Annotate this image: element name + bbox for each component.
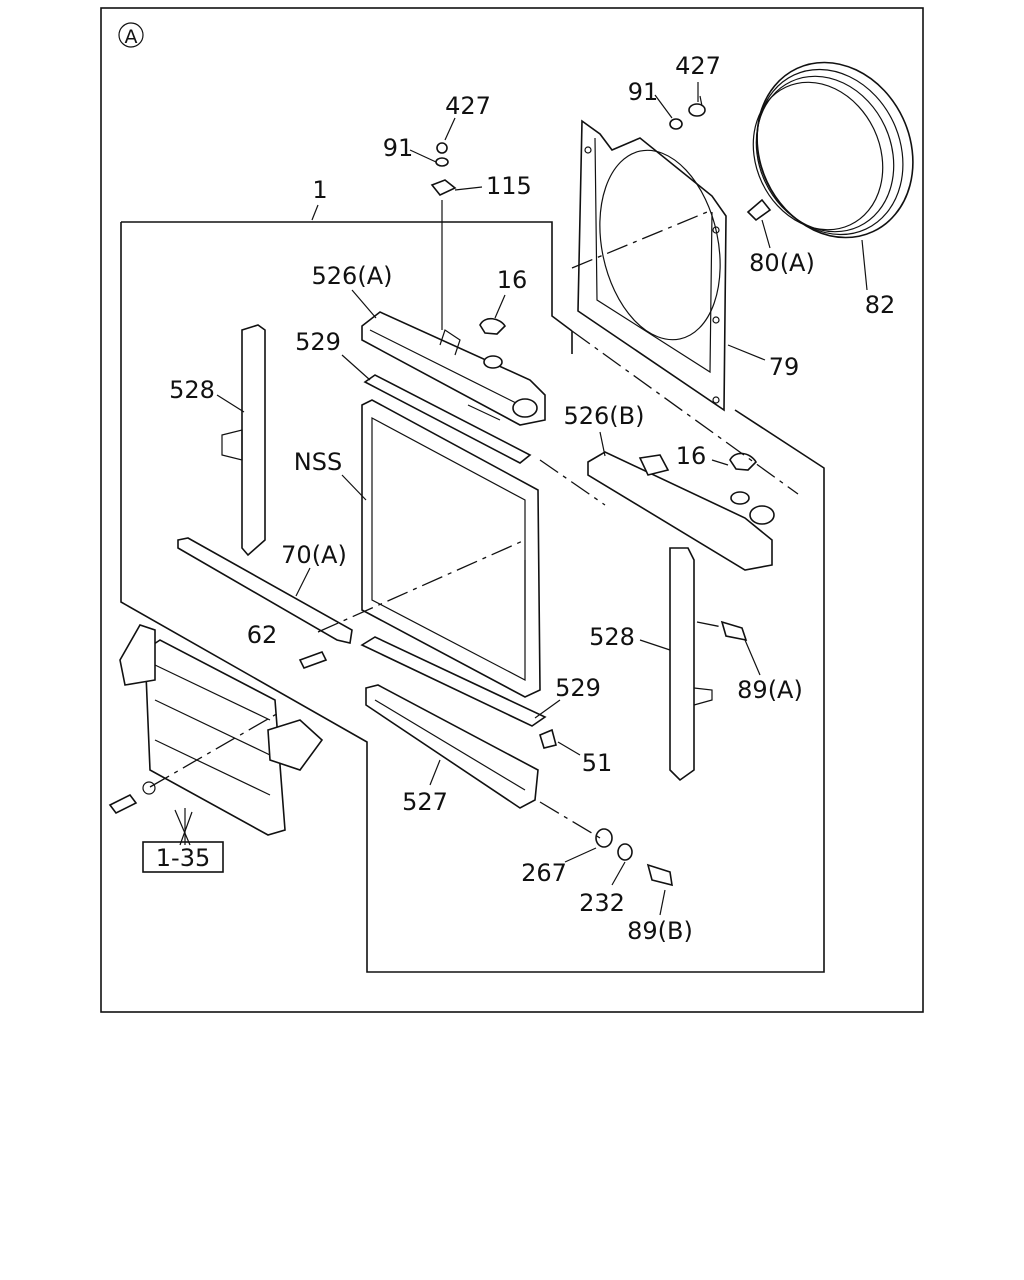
callout-267: 267 [521,859,567,887]
callout-91-top: 91 [383,134,414,162]
callout-529-upper: 529 [295,328,341,356]
gasket-lower [360,636,547,727]
callout-16-lower: 16 [676,442,707,470]
callout-527: 527 [402,788,448,816]
callout-79: 79 [769,353,800,381]
callout-62: 62 [247,621,278,649]
callout-91-right: 91 [628,78,659,106]
callout-nss: NSS [294,448,342,476]
callout-115: 115 [486,172,532,200]
callout-1: 1 [312,176,327,204]
radiator-core [361,399,541,698]
callout-528-left: 528 [169,376,215,404]
svg-text:A: A [125,26,138,48]
side-bracket-right [669,547,713,782]
reference-box: 1-35 [142,841,224,873]
upper-tank-a [361,311,546,426]
assembly-outline [120,221,825,973]
callout-526b: 526(B) [564,402,645,430]
upper-tank-b [587,451,775,571]
diagram-frame [100,7,924,1013]
callout-89a: 89(A) [737,676,803,704]
fasteners [108,103,772,887]
leader-lines [149,82,868,916]
view-marker: A [118,22,144,48]
callout-528-right: 528 [589,623,635,651]
intercooler [119,624,324,836]
gasket-upper [363,374,532,464]
callout-89b: 89(B) [627,917,693,945]
callout-526a: 526(A) [312,262,393,290]
callout-529-lower: 529 [555,674,601,702]
callout-80a: 80(A) [749,249,815,277]
callout-16-upper: 16 [497,266,528,294]
baffle-plate [177,537,353,644]
callout-82: 82 [865,291,896,319]
callout-427-right: 427 [675,52,721,80]
callout-labels: 427 91 115 1 526(A) 16 529 528 NSS 70(A)… [169,52,895,945]
callout-70a: 70(A) [281,541,347,569]
fan-shroud [577,119,727,412]
side-bracket-left [221,324,266,557]
callout-232: 232 [579,889,625,917]
svg-text:1-35: 1-35 [156,844,210,872]
callout-427-top: 427 [445,92,491,120]
fan-ring [752,61,914,239]
callout-51: 51 [582,749,613,777]
bottom-tank [365,684,539,809]
